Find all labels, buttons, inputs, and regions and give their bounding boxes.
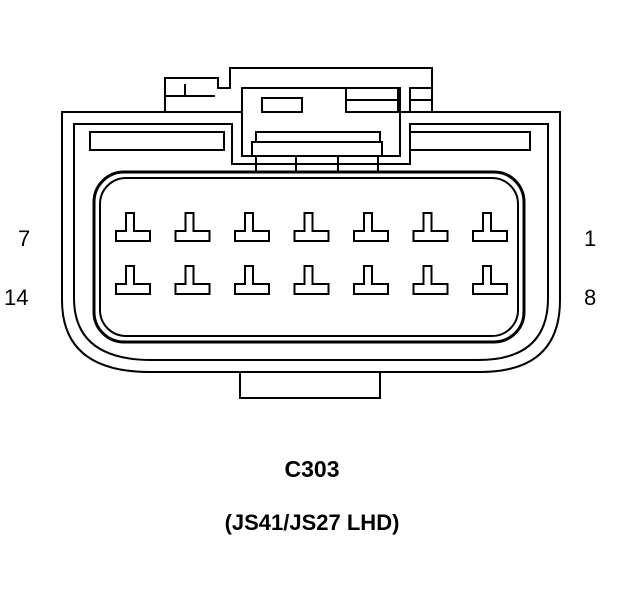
pin-label-1: 1 (584, 226, 597, 251)
pin-label-7: 7 (18, 226, 31, 251)
pin-grid (115, 212, 508, 295)
pin-label-14: 14 (4, 285, 29, 310)
pin-terminal (353, 265, 389, 295)
pin-terminal (115, 265, 151, 295)
pin-terminal (234, 212, 270, 242)
pin-terminal (412, 212, 449, 242)
pin-terminal (174, 265, 211, 295)
right-slot (409, 131, 531, 151)
pin-terminal (293, 265, 330, 295)
connector-id: C303 (284, 456, 340, 482)
pin-terminal (174, 212, 211, 242)
pin-cavity-outer (92, 170, 526, 344)
pin-terminal (353, 212, 389, 242)
pin-terminal (293, 212, 330, 242)
pin-terminal (115, 212, 151, 242)
left-slot (89, 131, 225, 151)
pin-cavity-inner (99, 177, 519, 337)
pin-terminal (472, 212, 508, 242)
pin-terminal (234, 265, 270, 295)
pin-terminal (472, 265, 508, 295)
connector-variant: (JS41/JS27 LHD) (224, 510, 400, 535)
connector-housing-outer (61, 111, 561, 373)
connector-bottom-tab (239, 372, 381, 399)
pin-label-8: 8 (584, 285, 597, 310)
pin-terminal (412, 265, 449, 295)
connector-housing-inner (73, 123, 549, 361)
